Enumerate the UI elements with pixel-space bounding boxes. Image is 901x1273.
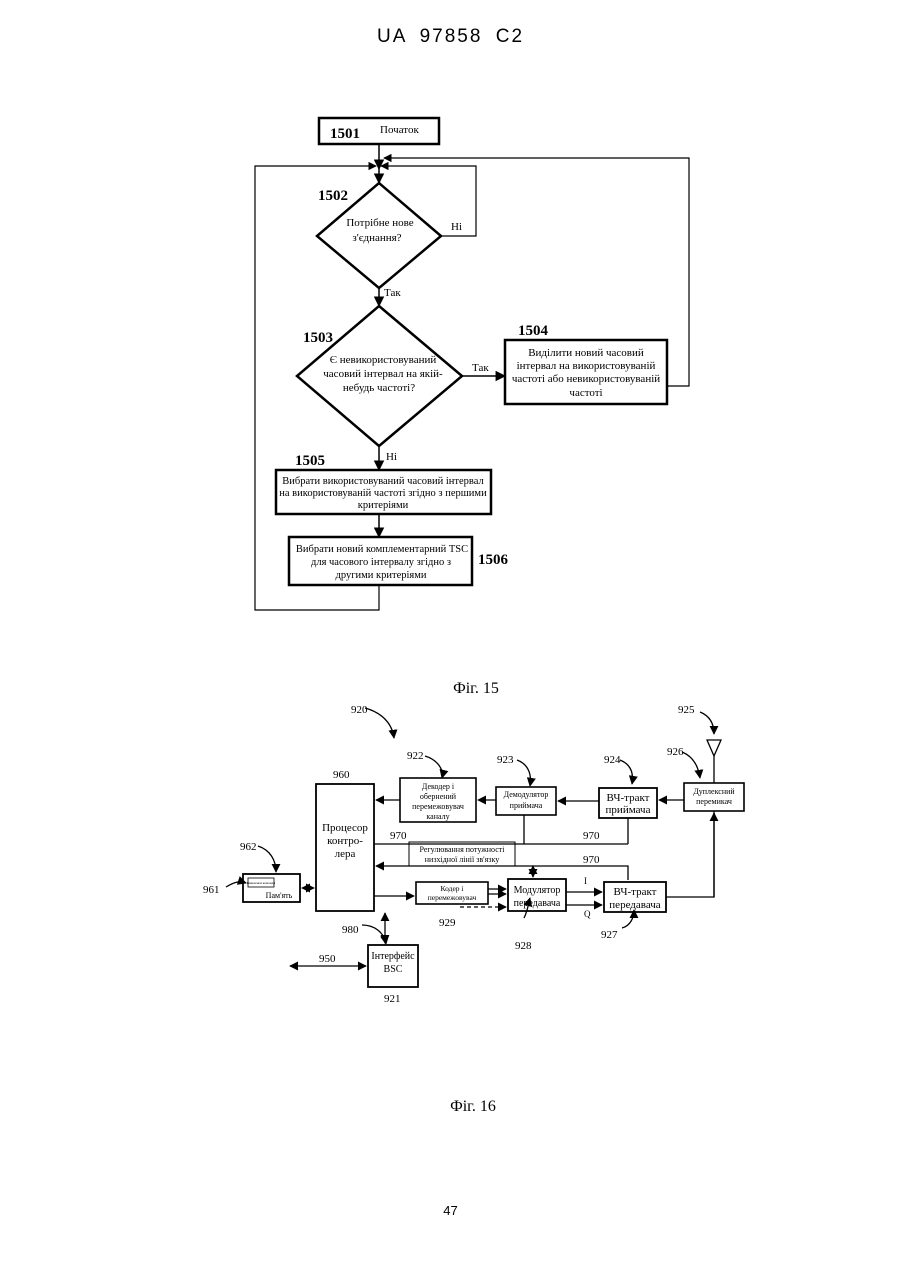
decoder-text-2: обернений bbox=[420, 792, 457, 801]
d1503-yes: Так bbox=[472, 362, 489, 374]
b1505-text-2: на використовуваній частоті згідно з пер… bbox=[279, 488, 487, 499]
label-1503: 1503 bbox=[303, 330, 333, 346]
label-1502: 1502 bbox=[318, 188, 348, 204]
ref-970-a: 970 bbox=[390, 830, 407, 842]
bsc-text-2: BSC bbox=[384, 964, 403, 975]
d1503-text-1: Є невикористовуваний bbox=[330, 354, 437, 366]
ref-962: 962 bbox=[240, 841, 257, 853]
duplex-text-1: Дуплексний bbox=[693, 787, 735, 796]
ref-927: 927 bbox=[601, 929, 618, 941]
modulator-text-1: Модулятор bbox=[514, 885, 561, 896]
rf-tx-text-1: ВЧ-тракт bbox=[614, 886, 657, 898]
b1505-text-1: Вибрати використовуваний часовий інтерва… bbox=[282, 476, 483, 487]
d1503-no: Ні bbox=[386, 451, 397, 463]
power-ctrl-text-1: Регулювання потужності bbox=[420, 845, 506, 854]
demod-text-2: приймача bbox=[510, 801, 543, 810]
modulator-text-2: передавача bbox=[514, 898, 561, 909]
d1502-text-2: з'єднання? bbox=[352, 232, 401, 244]
processor-text-3: лера bbox=[335, 848, 356, 860]
fig15-caption: Фіг. 15 bbox=[453, 680, 499, 697]
decoder-text-3: перемежовувач bbox=[412, 802, 464, 811]
d1502-yes: Так bbox=[384, 287, 401, 299]
ref-921: 921 bbox=[384, 993, 401, 1005]
ref-924: 924 bbox=[604, 754, 621, 766]
b1506-text-3: другими критеріями bbox=[336, 570, 427, 581]
b1504-text-3: частоті або невикористовуваній bbox=[512, 373, 660, 385]
coder-text-1: Кодер і bbox=[440, 884, 463, 893]
ref-920: 920 bbox=[351, 704, 368, 716]
coder-text-2: перемежовувач bbox=[428, 893, 477, 902]
d1503-text-2: часовий інтервал на якій- bbox=[323, 368, 443, 380]
label-1504: 1504 bbox=[518, 323, 549, 339]
demod-text-1: Демодулятор bbox=[504, 790, 549, 799]
memory-text: Пам'ять bbox=[266, 891, 293, 900]
ref-925: 925 bbox=[678, 704, 695, 716]
label-1505: 1505 bbox=[295, 453, 325, 469]
ref-980: 980 bbox=[342, 924, 359, 936]
d1502-text-1: Потрібне нове bbox=[346, 217, 413, 229]
label-start: Початок bbox=[380, 124, 419, 136]
b1504-text-1: Виділити новий часовий bbox=[528, 347, 644, 359]
rf-tx-text-2: передавача bbox=[609, 899, 661, 911]
d1503-text-3: небудь частоті? bbox=[343, 382, 415, 394]
ref-926: 926 bbox=[667, 746, 684, 758]
power-ctrl-text-2: низхідної лінії зв'язку bbox=[425, 855, 499, 864]
ref-950: 950 bbox=[319, 953, 336, 965]
b1505-text-3: критеріями bbox=[358, 500, 409, 511]
rf-rx-text-2: приймача bbox=[606, 804, 651, 816]
bsc-text-1: Інтерфейс bbox=[371, 951, 415, 962]
b1506-text-2: для часового інтервалу згідно з bbox=[311, 557, 451, 568]
ref-922: 922 bbox=[407, 750, 424, 762]
signal-q: Q bbox=[584, 909, 591, 919]
memory-inner-text: Виконавчі команди bbox=[247, 881, 276, 885]
label-1506: 1506 bbox=[478, 552, 509, 568]
ref-961: 961 bbox=[203, 884, 220, 896]
signal-i: I bbox=[584, 876, 587, 886]
ref-970-b: 970 bbox=[583, 830, 600, 842]
d1502-no: Ні bbox=[451, 221, 462, 233]
fig16-caption: Фіг. 16 bbox=[450, 1098, 496, 1115]
b1506-text-1: Вибрати новий комплементарний TSC bbox=[296, 544, 468, 555]
b1504-text-2: інтервал на використовуваній bbox=[517, 360, 656, 372]
duplex-text-2: перемикач bbox=[696, 797, 732, 806]
decoder-text-1: Декодер і bbox=[422, 782, 455, 791]
b1504-text-4: частоті bbox=[569, 387, 602, 399]
processor-text-1: Процесор bbox=[322, 822, 368, 834]
processor-text-2: контро- bbox=[327, 835, 363, 847]
decoder-text-4: каналу bbox=[426, 812, 449, 821]
ref-928: 928 bbox=[515, 940, 532, 952]
label-1501: 1501 bbox=[330, 126, 360, 142]
antenna-icon bbox=[707, 740, 721, 756]
ref-970-c: 970 bbox=[583, 854, 600, 866]
page-number: 47 bbox=[0, 1203, 901, 1218]
ref-960: 960 bbox=[333, 769, 350, 781]
rf-rx-text-1: ВЧ-тракт bbox=[607, 792, 650, 804]
ref-929: 929 bbox=[439, 917, 456, 929]
ref-923: 923 bbox=[497, 754, 514, 766]
